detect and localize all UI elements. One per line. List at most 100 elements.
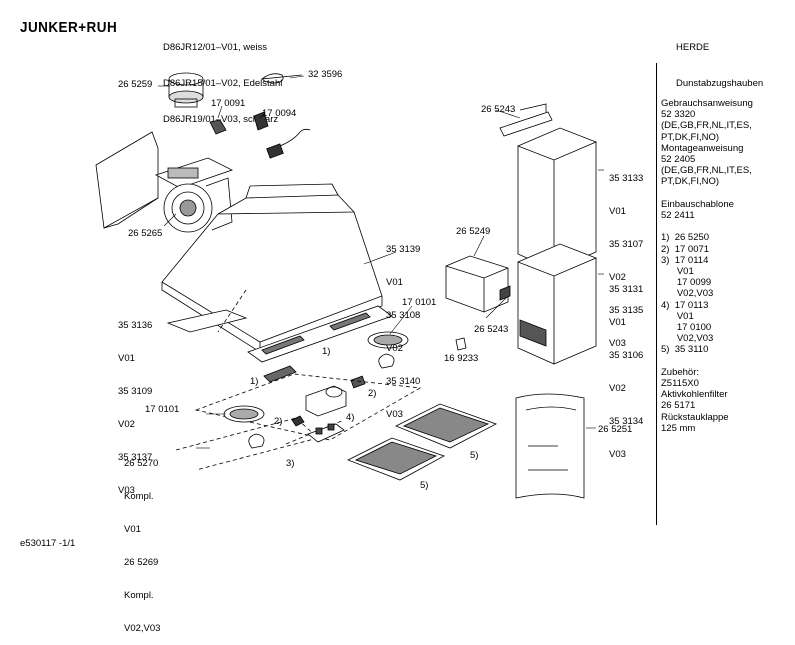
side-list-line: PT,DK,FI,NO) bbox=[661, 176, 720, 188]
part-label: V03 bbox=[118, 485, 135, 496]
part-label: 35 3107 bbox=[609, 239, 644, 250]
model-line: D86JR12/01–V01, weiss bbox=[163, 42, 268, 53]
side-list-line: Z5115X0 bbox=[661, 378, 699, 390]
category: HERDE Dunstabzugshauben bbox=[676, 18, 763, 102]
side-list-line: Einbauschablone bbox=[661, 198, 734, 210]
part-label: V02 bbox=[609, 272, 626, 283]
part-label: 26 5270 bbox=[124, 458, 159, 469]
callout-number: 5) bbox=[470, 450, 479, 461]
part-label: V02 bbox=[386, 343, 403, 354]
part-label: 17 0094 bbox=[262, 108, 297, 119]
part-label: 26 5243 bbox=[481, 104, 516, 115]
part-label: V01 bbox=[609, 317, 626, 328]
callout-number: 5) bbox=[420, 480, 429, 491]
lamp-cover-part bbox=[367, 331, 409, 349]
part-label: 16 9233 bbox=[444, 353, 479, 364]
resistor-part bbox=[253, 111, 269, 131]
chimney-lower-part bbox=[516, 243, 598, 365]
small-filter-part bbox=[263, 365, 297, 383]
carbon-filter-part bbox=[347, 403, 497, 481]
part-label: 35 3106 bbox=[609, 350, 644, 361]
part-label: V01 bbox=[118, 353, 135, 364]
part-label: V01 bbox=[386, 277, 403, 288]
part-label: 26 5243 bbox=[474, 324, 509, 335]
part-label: 35 3136 bbox=[118, 320, 153, 331]
switch-part bbox=[209, 119, 227, 135]
part-label: 35 3134 bbox=[609, 416, 644, 427]
part-label: Kompl. bbox=[124, 491, 154, 502]
part-label: V02,V03 bbox=[124, 623, 161, 634]
part-label: 35 3135 bbox=[609, 305, 644, 316]
part-label: 35 3140 bbox=[386, 376, 421, 387]
part-label: 26 5249 bbox=[456, 226, 491, 237]
callout-number: 2) bbox=[368, 388, 377, 399]
side-list-line: 52 3320 bbox=[661, 109, 696, 121]
lamp-cover-left-part bbox=[223, 405, 265, 423]
part-label: V01 bbox=[609, 206, 626, 217]
part-label: 35 3109 bbox=[118, 386, 153, 397]
lower-bracket-part bbox=[166, 309, 248, 333]
side-list-line bbox=[661, 188, 753, 199]
side-list-line: (DE,GB,FR,NL,IT,ES, bbox=[661, 120, 752, 132]
side-list-line: Gebrauchsanweisung bbox=[661, 98, 753, 109]
side-list-line: V01 bbox=[661, 310, 694, 322]
side-list-line: 52 2405 bbox=[661, 154, 696, 166]
hood-body-part bbox=[161, 183, 383, 353]
side-list-line: Rückstauklappe bbox=[661, 411, 729, 423]
blower-part bbox=[154, 157, 234, 233]
switch-module-part bbox=[307, 423, 345, 443]
part-label-group: 35 3136 V01 35 3109 V02 35 3137 V03 bbox=[118, 298, 152, 507]
callout-number: 2) bbox=[274, 416, 283, 427]
part-label: 35 3131 bbox=[609, 284, 644, 295]
part-label: V02 bbox=[118, 419, 135, 430]
side-list-line: 2) 17 0071 bbox=[661, 243, 710, 255]
part-label: 26 5265 bbox=[128, 228, 163, 239]
screw-part bbox=[455, 337, 467, 351]
side-list-line bbox=[661, 356, 753, 367]
part-label: 32 3596 bbox=[308, 69, 343, 80]
side-divider bbox=[656, 63, 657, 525]
category-line: Dunstabzugshauben bbox=[676, 78, 764, 89]
part-label: 17 0101 bbox=[402, 297, 437, 308]
side-list-line: 125 mm bbox=[661, 422, 696, 434]
chimney-bracket-part bbox=[445, 255, 509, 313]
side-list-line bbox=[661, 221, 753, 232]
callout-number: 4) bbox=[346, 412, 355, 423]
part-label: 17 0101 bbox=[145, 404, 180, 415]
bulb-left-part bbox=[248, 433, 265, 449]
grease-filter-part bbox=[247, 305, 393, 363]
callout-number: 1) bbox=[250, 376, 259, 387]
footer-code: e530117 -1/1 bbox=[20, 538, 76, 549]
wall-bracket-part bbox=[95, 131, 159, 229]
part-label-group: 35 3133 V01 35 3107 V02 35 3135 V03 bbox=[609, 151, 643, 360]
part-label: V03 bbox=[609, 338, 626, 349]
bulb-part bbox=[378, 353, 395, 369]
part-label: V03 bbox=[609, 449, 626, 460]
model-line: D86JR15/01–V02, Edelstahl bbox=[163, 78, 283, 89]
side-list-line: 5) 35 3110 bbox=[661, 344, 709, 356]
side-list-line: V01 bbox=[661, 266, 694, 278]
part-label: 17 0091 bbox=[211, 98, 246, 109]
cable-tie-part bbox=[261, 73, 303, 84]
brand-logo: JUNKER+RUH bbox=[20, 19, 118, 36]
side-list-line: 26 5171 bbox=[661, 400, 696, 412]
power-cable-part bbox=[279, 128, 311, 147]
side-list-line: 17 0099 bbox=[661, 277, 712, 289]
part-label-group: 35 3131 V01 35 3106 V02 35 3134 V03 bbox=[609, 262, 643, 471]
side-list-line: (DE,GB,FR,NL,IT,ES, bbox=[661, 165, 752, 177]
part-label: 26 5269 bbox=[124, 557, 159, 568]
side-list-line: 1) 26 5250 bbox=[661, 232, 710, 244]
exploded-diagram bbox=[95, 72, 604, 499]
side-list-line: PT,DK,FI,NO) bbox=[661, 131, 720, 143]
category-line: HERDE bbox=[676, 42, 710, 53]
socket-part bbox=[291, 415, 305, 427]
part-label: 35 3139 bbox=[386, 244, 421, 255]
ballast-part bbox=[305, 375, 366, 417]
fan-outlet-part bbox=[168, 72, 204, 108]
part-label: 35 3108 bbox=[386, 310, 421, 321]
side-list-line: 3) 17 0114 bbox=[661, 254, 709, 266]
part-label: 26 5251 bbox=[598, 424, 633, 435]
side-list-line: Aktivkohlenfilter bbox=[661, 389, 728, 401]
side-list-line: 4) 17 0113 bbox=[661, 299, 709, 311]
